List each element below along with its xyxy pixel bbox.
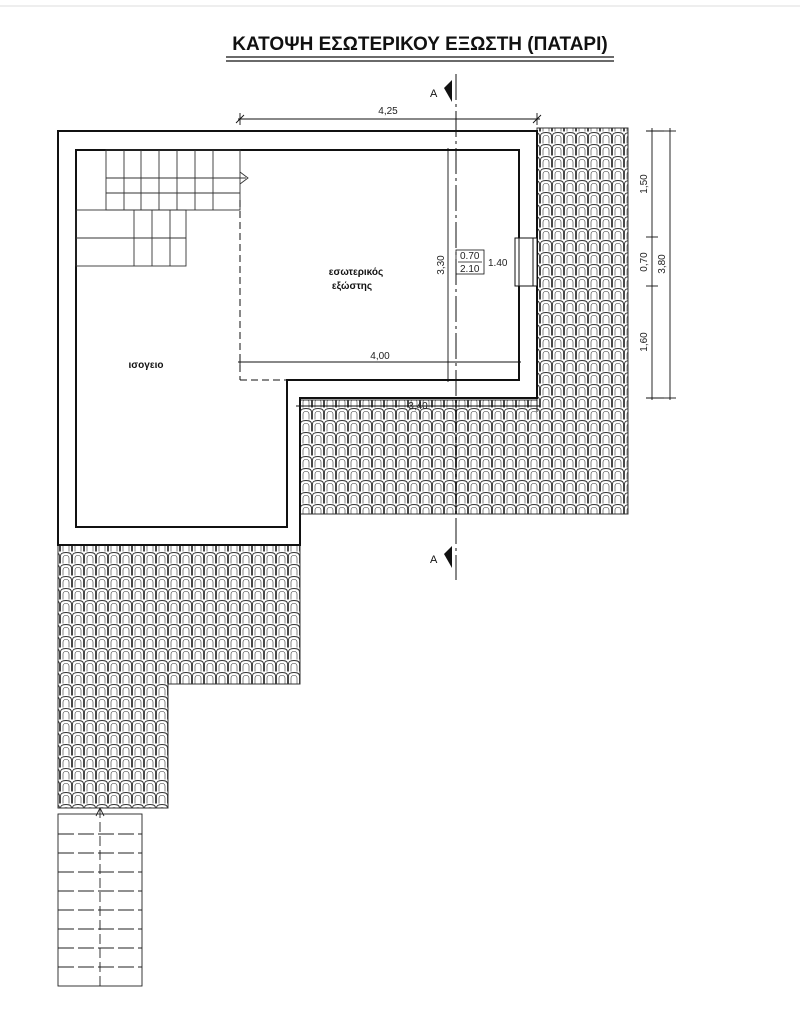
dimension-lower-label: 3,40 [408,401,428,412]
window-sill: 1.40 [488,258,508,269]
dimension-inner [238,356,521,368]
room-label-balcony-1: εσωτερικός [329,267,383,278]
window-width: 0.70 [460,251,480,262]
window [514,237,538,287]
dimension-lower [296,400,540,412]
section-marker-top: A [430,80,452,102]
outer-wall [57,130,538,546]
balcony-edge [239,200,287,381]
dimension-top [235,113,542,125]
exterior-steps [57,806,143,987]
dimension-right-chain [646,128,676,400]
dimension-right-total: 3,80 [657,254,668,274]
plan-title: ΚΑΤΟΨΗ ΕΣΩΤΕΡΙΚΟΥ ΕΞΩΣΤΗ (ΠΑΤΑΡΙ) [232,34,607,55]
window-height: 2.10 [460,264,480,275]
section-marker-bottom: A [430,546,452,568]
dimension-right-seg3: 1,60 [639,332,650,352]
room-label-balcony-2: εξώστης [332,281,372,292]
room-label-ground: ισογειο [129,360,164,371]
dimension-right-seg2: 0,70 [639,252,650,272]
dimension-height [442,148,454,382]
dimension-top-label: 4,25 [378,106,398,117]
staircase [75,149,249,267]
roof-tiles-left [57,544,301,809]
svg-text:A: A [430,88,438,100]
dimension-right-seg1: 1,50 [639,174,650,194]
svg-text:A: A [430,554,438,566]
window-tag: 0.70 2.10 1.40 [455,249,508,275]
dimension-height-label: 3,30 [436,255,447,275]
dimension-inner-label: 4,00 [370,351,390,362]
